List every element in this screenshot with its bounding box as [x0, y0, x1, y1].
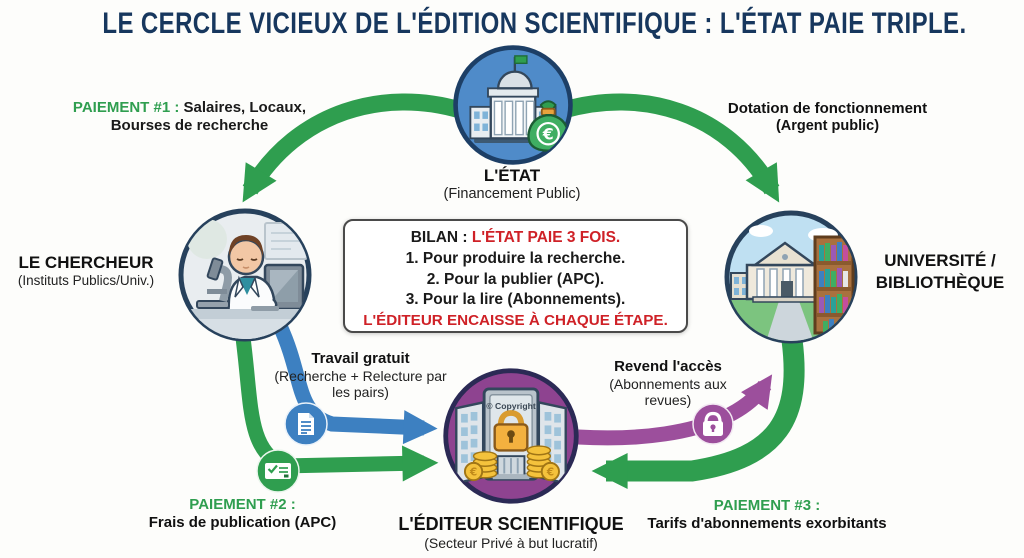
bookshelf-icon — [813, 235, 855, 335]
coin-stacks-icon: € € — [463, 445, 560, 482]
microscope-icon — [196, 257, 232, 309]
money-bag-icon: € — [527, 100, 570, 152]
svg-text:© Copyright: © Copyright — [486, 401, 536, 411]
label-revend-acces: Revend l'accès (Abonnements aux revues) — [588, 358, 748, 408]
arrow-etat-to-universite — [561, 93, 780, 203]
revend-line1: Revend l'accès — [614, 358, 722, 375]
cheque-badge — [256, 449, 300, 498]
label-editeur: L'ÉDITEUR SCIENTIFIQUE (Secteur Privé à … — [386, 514, 636, 552]
revend-line2: (Abonnements aux revues) — [609, 375, 727, 408]
bilan-item-3: 3. Pour la lire (Abonnements). — [405, 291, 626, 309]
bilan-lead-red: L'ÉTAT PAIE 3 FOIS. — [471, 229, 621, 246]
node-chercheur — [177, 207, 313, 348]
page-title: LE CERCLE VICIEUX DE L'ÉDITION SCIENTIFI… — [102, 7, 967, 40]
node-etat: € — [450, 42, 576, 173]
svg-text:€: € — [469, 466, 477, 478]
label-paiement-2: PAIEMENT #2 : Frais de publication (APC) — [135, 496, 350, 531]
travail-line1: Travail gratuit — [311, 350, 410, 367]
paiement2-prefix: PAIEMENT #2 : — [189, 496, 296, 513]
editeur-subtitle: (Secteur Privé à but lucratif) — [424, 535, 598, 552]
arrow-etat-to-chercheur — [242, 93, 463, 203]
universite-name-line1: UNIVERSITÉ / — [884, 251, 996, 270]
arrow-universite-to-editeur-paiement3 — [591, 338, 805, 489]
travail-line2: (Recherche + Relecture par les pairs) — [274, 367, 447, 400]
label-dotation: Dotation de fonctionnement (Argent publi… — [715, 100, 940, 135]
bilan-headline: BILAN : L'ÉTAT PAIE 3 FOIS. — [345, 228, 686, 249]
etat-name: L'ÉTAT — [483, 166, 541, 185]
label-paiement-1: PAIEMENT #1 : Salaires, Locaux, Bourses … — [72, 99, 307, 134]
etat-subtitle: (Financement Public) — [443, 186, 581, 203]
label-travail-gratuit: Travail gratuit (Recherche + Relecture p… — [268, 350, 453, 400]
editeur-name: L'ÉDITEUR SCIENTIFIQUE — [398, 514, 624, 534]
lock-icon — [692, 403, 734, 445]
arrow-chercheur-to-editeur-travail — [273, 322, 438, 445]
bilan-outro: L'ÉDITEUR ENCAISSE À CHAQUE ÉTAPE. — [363, 312, 668, 330]
paiement3-text: Tarifs d'abonnements exorbitants — [647, 514, 887, 532]
node-editeur: © Copyright € — [439, 364, 583, 513]
bilan-item-1: 1. Pour produire la recherche. — [405, 249, 626, 267]
document-icon — [284, 402, 328, 446]
label-universite: UNIVERSITÉ / BIBLIOTHÈQUE — [870, 250, 1010, 294]
label-paiement-3: PAIEMENT #3 : Tarifs d'abonnements exorb… — [636, 497, 898, 532]
padlock-icon — [493, 410, 529, 452]
government-building-icon: € — [453, 45, 573, 165]
universite-name-line2: BIBLIOTHÈQUE — [875, 273, 1005, 293]
bilan-lead: BILAN : — [410, 229, 472, 246]
document-badge — [284, 402, 328, 451]
university-icon — [724, 210, 858, 344]
vault-icon: © Copyright € — [443, 368, 579, 504]
paiement1-text: Salaires, Locaux, Bourses de recherche — [110, 99, 307, 134]
dotation-line2: (Argent public) — [775, 117, 880, 134]
svg-text:€: € — [542, 124, 554, 143]
dotation-line1: Dotation de fonctionnement — [727, 100, 928, 117]
paiement2-text: Frais de publication (APC) — [148, 513, 337, 531]
bilan-box: BILAN : L'ÉTAT PAIE 3 FOIS. 1. Pour prod… — [343, 219, 688, 333]
node-universite — [723, 209, 859, 350]
chercheur-subtitle: (Instituts Publics/Univ.) — [17, 273, 155, 289]
bilan-item-2: 2. Pour la publier (APC). — [426, 270, 605, 288]
svg-text:€: € — [546, 466, 554, 478]
chercheur-name: LE CHERCHEUR — [18, 253, 154, 272]
cheque-icon — [256, 449, 300, 493]
lock-badge — [692, 403, 734, 450]
researcher-icon — [178, 208, 312, 342]
label-etat: L'ÉTAT (Financement Public) — [412, 166, 612, 203]
paiement3-prefix: PAIEMENT #3 : — [713, 497, 821, 514]
paiement1-prefix: PAIEMENT #1 : — [72, 99, 180, 116]
label-chercheur: LE CHERCHEUR (Instituts Publics/Univ.) — [6, 253, 166, 289]
